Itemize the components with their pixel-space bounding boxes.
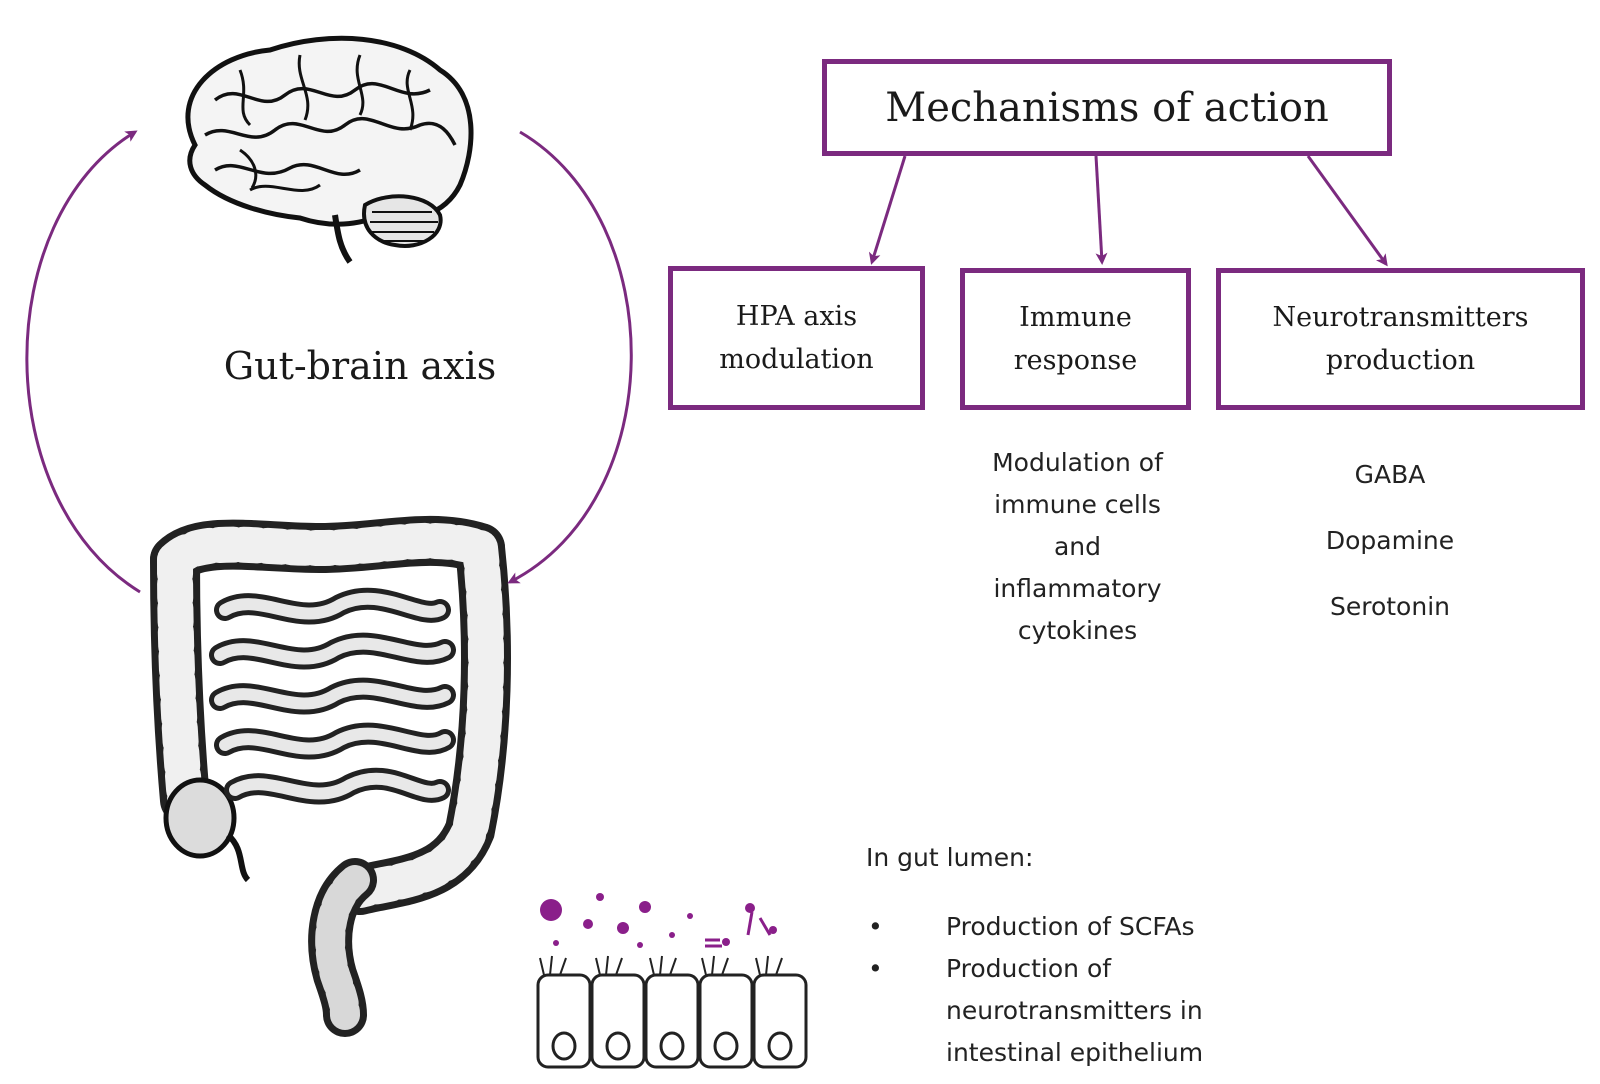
neurotransmitter-serotonin: Serotonin: [1329, 592, 1450, 621]
hpa-axis-box: HPA axis modulation: [668, 266, 925, 410]
lumen-title: In gut lumen:: [866, 843, 1034, 872]
hpa-axis-label: HPA axis modulation: [719, 300, 874, 375]
intestine-icon: [150, 515, 511, 1037]
neurotransmitter-gaba: GABA: [1354, 460, 1426, 489]
neurotransmitter-dopamine: Dopamine: [1325, 526, 1455, 555]
lumen-bullet: • Production of SCFAs: [862, 906, 1282, 948]
lumen-bullets: • Production of SCFAs • Production of ne…: [862, 906, 1282, 1074]
immune-details: Modulation of immune cells and inflammat…: [992, 448, 1163, 645]
gut-brain-axis-label: Gut-brain axis: [223, 344, 497, 388]
arrow-to-neuro: [1306, 155, 1388, 267]
arrow-to-immune: [1094, 155, 1108, 265]
neurotransmitters-box: Neurotransmitters production: [1216, 268, 1585, 410]
mechanisms-title-box: Mechanisms of action: [822, 59, 1392, 156]
brain-icon: [185, 35, 474, 264]
mechanisms-title: Mechanisms of action: [885, 84, 1329, 131]
immune-response-box: Immune response: [960, 268, 1191, 410]
axis-arrow-down: [507, 130, 633, 584]
bullet-icon: •: [868, 912, 883, 941]
immune-response-label: Immune response: [1013, 301, 1138, 376]
lumen-bullet: • Production of neurotransmitters in int…: [862, 948, 1282, 1074]
bullet-icon: •: [868, 954, 883, 983]
neurotransmitter-list: GABA Dopamine Serotonin: [1290, 442, 1490, 640]
lumen-bullet-text: Production of neurotransmitters in intes…: [946, 954, 1204, 1067]
epithelium-icon: [536, 893, 808, 1069]
arrow-to-hpa: [868, 155, 907, 265]
neurotransmitters-label: Neurotransmitters production: [1272, 301, 1529, 376]
axis-arrow-up: [25, 130, 141, 594]
lumen-bullet-text: Production of SCFAs: [946, 912, 1195, 941]
